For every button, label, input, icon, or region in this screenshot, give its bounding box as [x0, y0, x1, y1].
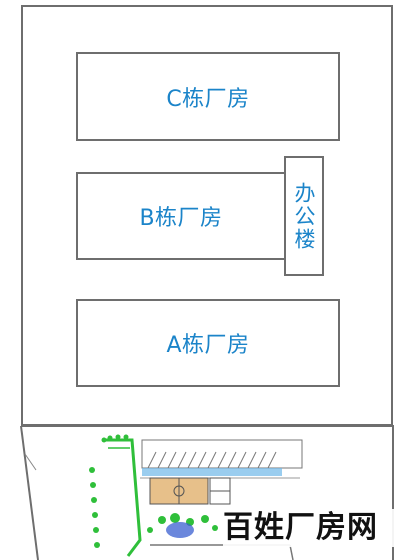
- building-b-label: B栋厂房: [139, 206, 223, 231]
- building-c: C栋厂房: [76, 52, 340, 141]
- building-b: B栋厂房: [76, 172, 286, 260]
- building-a-label: A栋厂房: [166, 333, 250, 358]
- lower-site-left-edge: [20, 425, 39, 560]
- office-building: 办公楼: [284, 156, 324, 276]
- building-a: A栋厂房: [76, 299, 340, 387]
- watermark: 百姓厂房网: [223, 509, 403, 547]
- office-building-label: 办公楼: [292, 181, 316, 251]
- building-c-label: C栋厂房: [166, 86, 250, 112]
- hatched-structure: [141, 439, 303, 469]
- tree-strip: [89, 434, 129, 548]
- landscape-path: [106, 438, 142, 557]
